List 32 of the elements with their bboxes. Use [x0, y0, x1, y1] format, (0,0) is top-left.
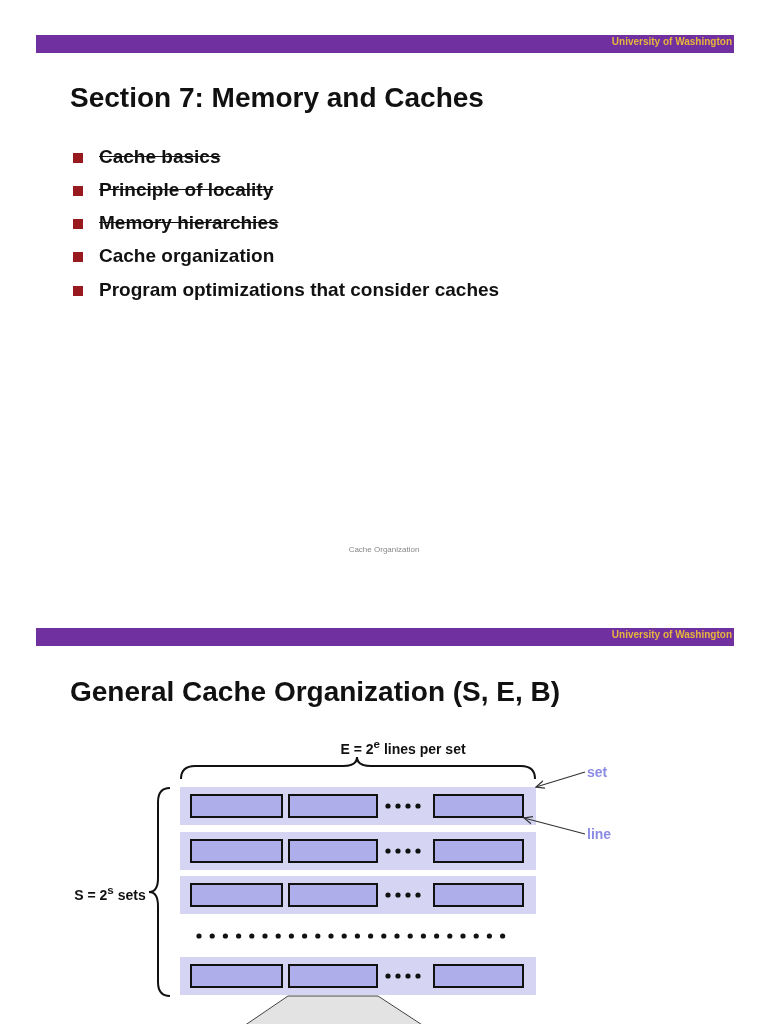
set-row: [180, 787, 536, 825]
callout-label: line: [587, 824, 617, 844]
cache-line-block: [433, 964, 524, 988]
cache-line-block: [288, 794, 378, 818]
bullet-text: Program optimizations that consider caches: [99, 279, 500, 301]
footer-text: Cache Organization: [348, 545, 420, 554]
cache-line-block: [190, 883, 283, 907]
set-row: [180, 957, 536, 995]
cache-line-block: [190, 794, 283, 818]
set-row: [180, 876, 536, 914]
cache-line-block: [288, 883, 378, 907]
dimension-label: E = 2$^{e}$ lines per set: [340, 737, 466, 757]
bullet-text: Principle of locality: [99, 179, 274, 201]
leader-arrow: [523, 815, 586, 835]
cache-line-block: [288, 839, 378, 863]
bullet-text: Memory hierarchies: [99, 212, 279, 234]
cache-line-block: [190, 964, 283, 988]
callout-label: set: [587, 762, 613, 782]
slide-title: Section 7: Memory and Caches: [70, 82, 484, 114]
cache-line-block: [288, 964, 378, 988]
bullet-text: Cache organization: [99, 245, 275, 267]
header-text: University of Washington: [611, 629, 733, 640]
bullet-text: Cache basics: [99, 146, 221, 168]
cache-line-block: [433, 883, 524, 907]
cache-line-block: [190, 839, 283, 863]
dimension-label: S = 2$^{s}$ sets: [74, 883, 146, 903]
header-text: University of Washington: [611, 36, 733, 47]
leader-arrow: [535, 771, 586, 789]
cache-line-block: [433, 839, 524, 863]
slide-title: General Cache Organization (S, E, B): [70, 676, 561, 708]
set-row: [180, 832, 536, 870]
cache-line-block: [433, 794, 524, 818]
